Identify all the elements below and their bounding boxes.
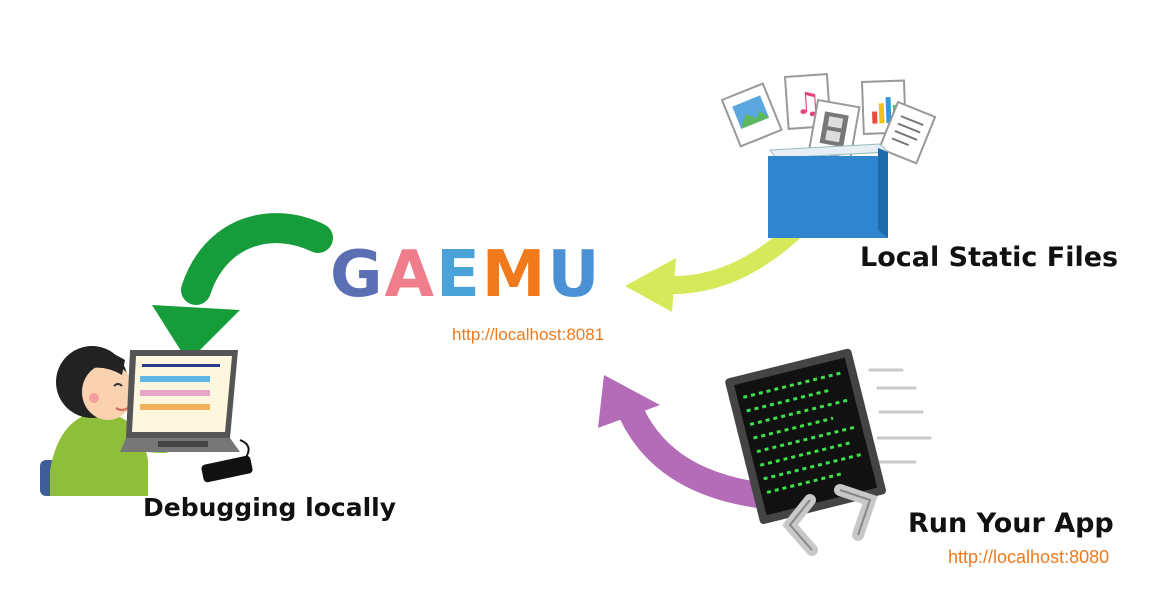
mouse-icon	[201, 455, 253, 483]
logo-letter-g: G	[330, 238, 385, 312]
person-head-icon	[56, 346, 134, 420]
logo-letter-u: U	[547, 238, 602, 312]
app-url[interactable]: http://localhost:8080	[948, 547, 1110, 567]
logo-letter-e: E	[436, 238, 482, 312]
folder-box-icon	[768, 143, 890, 238]
purple-arrow	[598, 375, 771, 508]
terminal-screen-icon	[725, 348, 886, 525]
developer-illustration	[40, 346, 253, 496]
running-app-illustration	[725, 348, 932, 556]
logo-letter-a: A	[384, 238, 437, 312]
laptop-icon	[120, 350, 240, 452]
gaemu-logo: GAEMU	[330, 238, 601, 312]
green-arrow	[152, 213, 333, 362]
static-files-illustration: ♫	[720, 73, 937, 238]
static-files-label: Local Static Files	[860, 242, 1119, 273]
run-app-label: Run Your App	[908, 508, 1114, 539]
speed-lines-icon	[868, 368, 932, 464]
image-file-icon	[720, 82, 783, 148]
debug-label: Debugging locally	[143, 493, 397, 522]
document-file-icon	[877, 100, 937, 165]
gaemu-url[interactable]: http://localhost:8081	[452, 325, 605, 344]
logo-letter-m: M	[481, 238, 548, 312]
running-legs-outline	[788, 489, 872, 551]
